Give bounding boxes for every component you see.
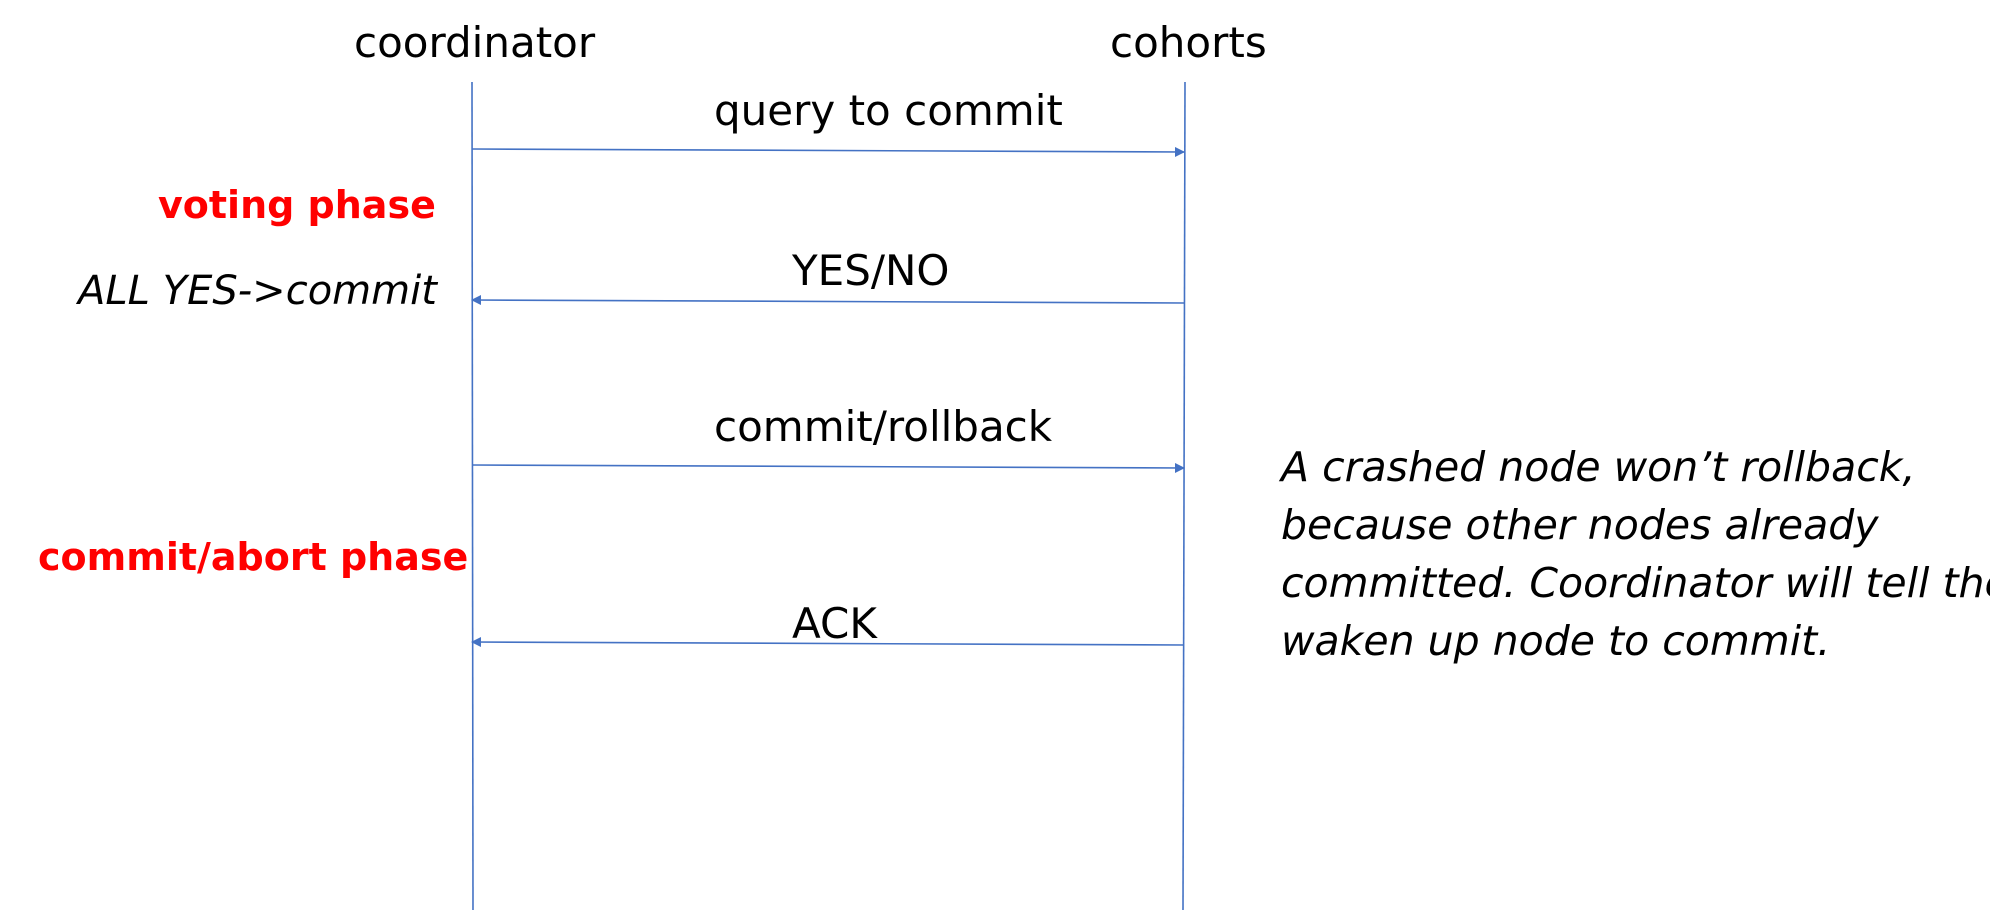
message-commit-rollback-label: commit/rollback [714,402,1053,451]
note-line: committed. Coordinator will tell the [1281,559,1990,607]
message-yes-no-label: YES/NO [792,246,950,295]
cohorts-lifeline [1182,81,1186,911]
coordinator-label: coordinator [354,18,596,67]
commit-rollback-arrow [471,462,1185,473]
note-line: waken up node to commit. [1281,617,1831,665]
note-line: because other nodes already [1281,501,1879,549]
voting-phase-label: voting phase [158,183,436,227]
coordinator-lifeline [471,81,474,911]
message-query-to-commit-label: query to commit [714,86,1063,135]
crash-recovery-note: A crashed node won’t rollback, because o… [1281,438,1990,670]
all-yes-rule-label: ALL YES->commit [78,268,437,314]
query-to-commit-arrow [471,146,1185,157]
ack-arrow [471,637,1185,648]
cohorts-label: cohorts [1110,18,1267,67]
commit-abort-phase-label: commit/abort phase [38,535,469,579]
message-ack-label: ACK [792,599,877,648]
yes-no-arrow [471,295,1185,306]
note-line: A crashed node won’t rollback, [1281,443,1916,491]
